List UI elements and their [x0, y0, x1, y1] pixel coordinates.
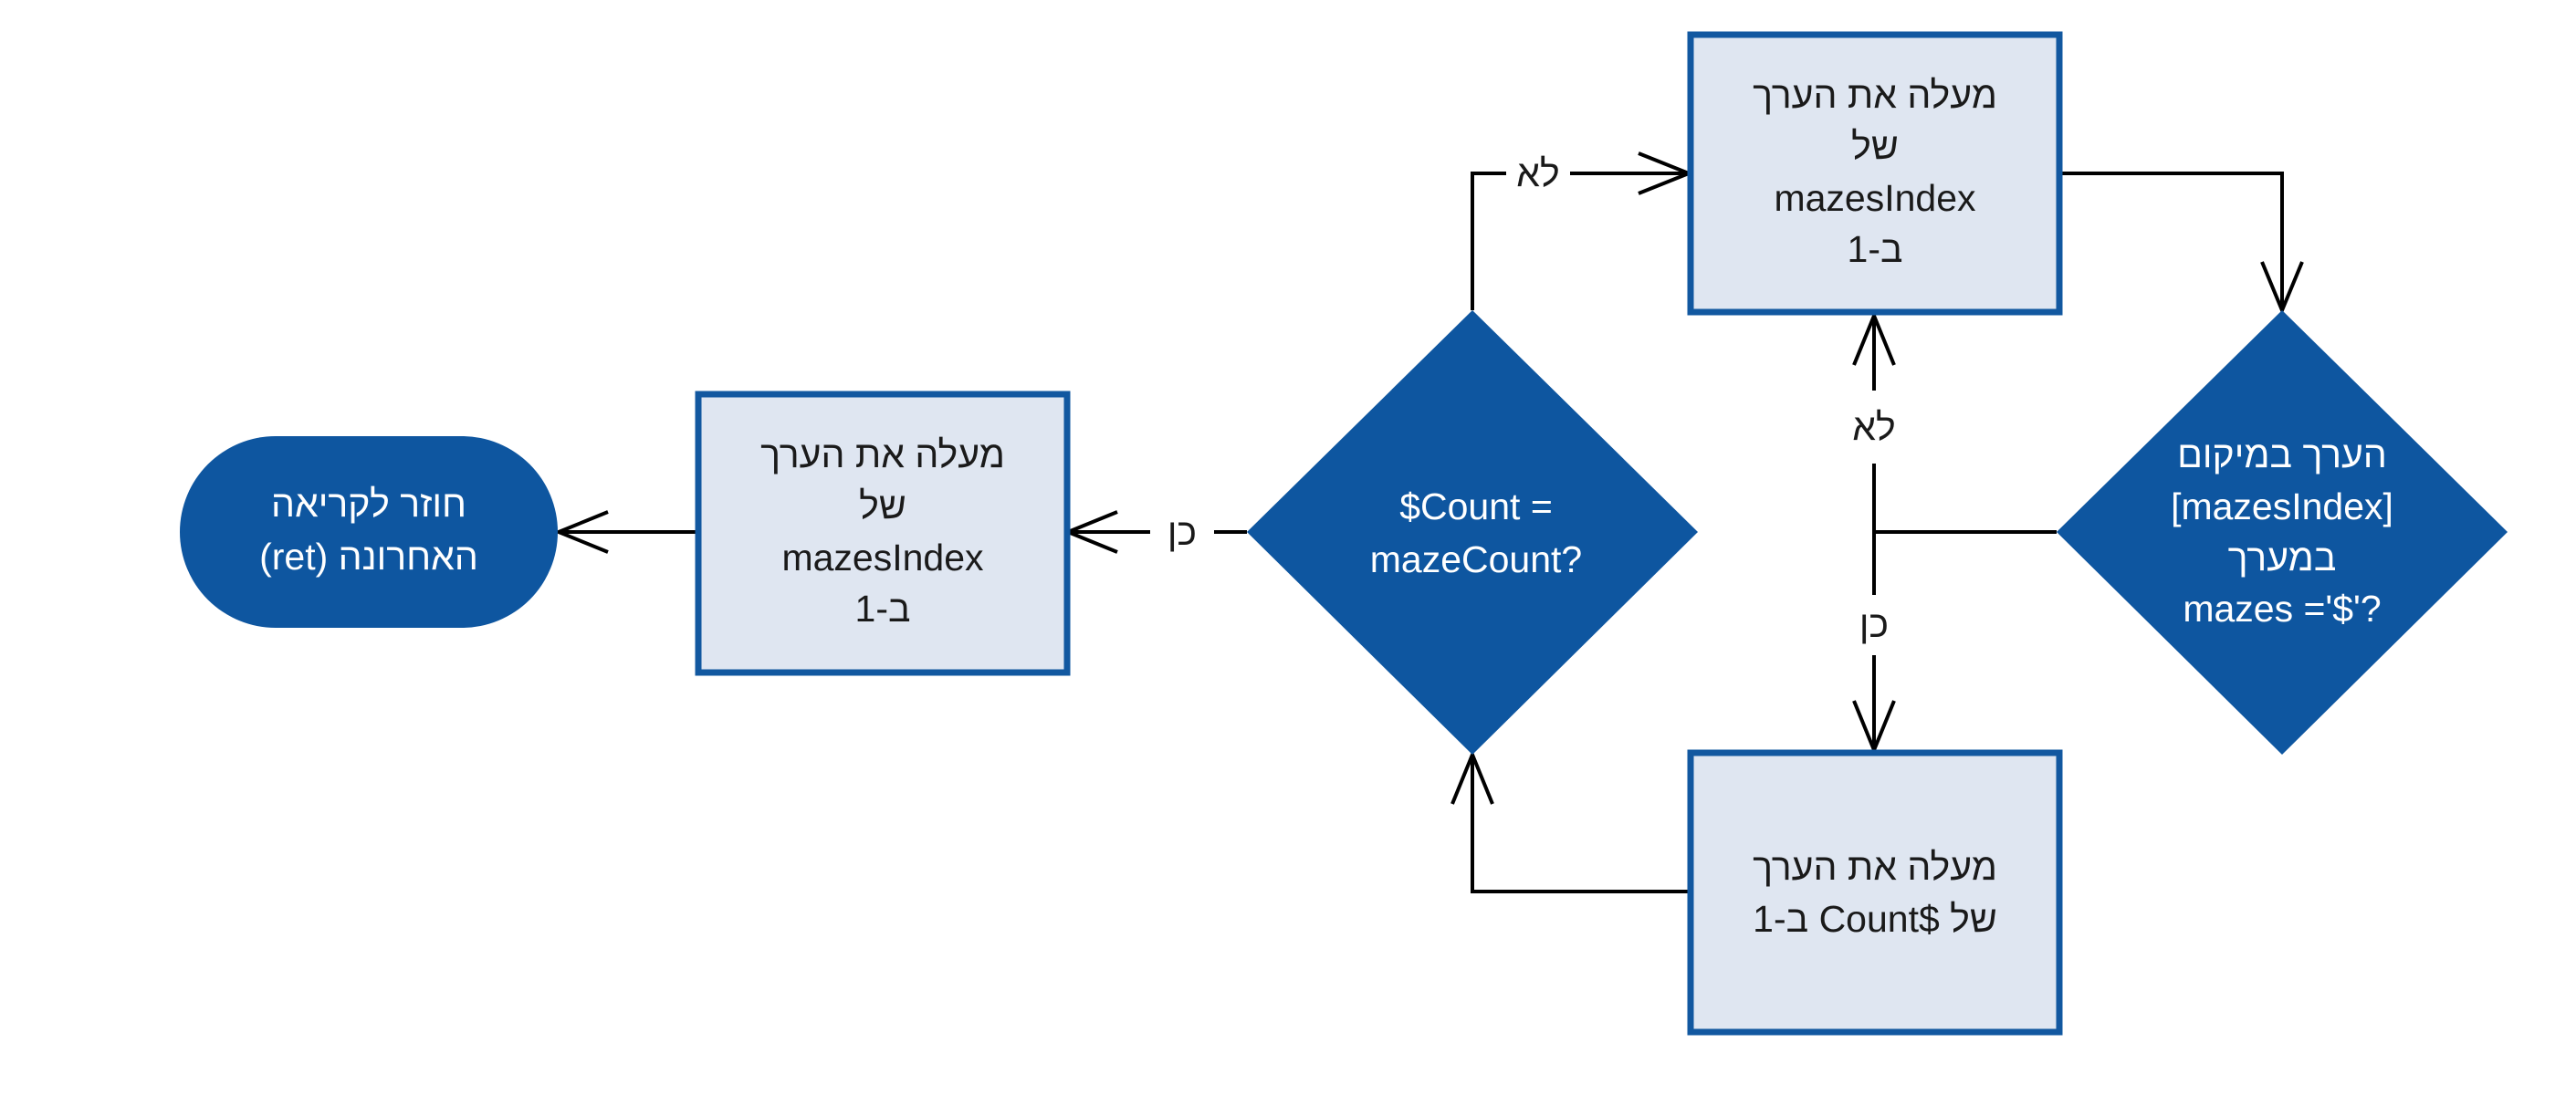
increment-count-line-2: של $Count ב-1: [1753, 898, 1997, 940]
decrement-index-line-4: ב-1: [855, 588, 911, 630]
maze-value-decision-line-2: [mazesIndex]: [2171, 485, 2393, 527]
connectors: [553, 151, 2304, 893]
label-maze-no: לא: [1852, 406, 1895, 448]
increment-index-line-2: של: [1851, 125, 1899, 167]
maze-value-decision-shape: [2057, 310, 2508, 755]
maze-value-decision-line-4: mazes ='$'?: [2183, 588, 2381, 630]
label-count-yes: כן: [1168, 511, 1197, 553]
increment-count-line-1: מעלה את הערך: [1753, 846, 1997, 888]
arrowhead-return: [553, 510, 609, 554]
return-node-text-line-1: חוזר לקריאה: [271, 483, 466, 525]
count-decision: $Count = mazeCount?: [1247, 310, 1698, 755]
decrement-index-box-shape: [695, 391, 1071, 676]
return-node-shape: [180, 436, 558, 628]
count-decision-shape: [1247, 310, 1698, 755]
arrowhead-increment-index-up: [1852, 310, 1896, 366]
increment-index-box: מעלה את הערך של mazesIndex ב-1: [1687, 31, 2063, 316]
decrement-index-box: מעלה את הערך של mazesIndex ב-1: [695, 391, 1071, 676]
return-node: חוזר לקריאה האחרונה (ret): [180, 436, 558, 628]
maze-value-decision: הערך במיקום [mazesIndex] במערך mazes ='$…: [2057, 310, 2508, 755]
maze-value-decision-line-1: הערך במיקום: [2177, 433, 2387, 475]
edge-count-no-to-increment-index: [1471, 172, 1506, 310]
decrement-index-line-2: של: [859, 485, 906, 527]
count-decision-line-1: $Count =: [1399, 485, 1553, 527]
decrement-index-line-3: mazesIndex: [781, 537, 984, 579]
label-maze-yes: כן: [1859, 603, 1889, 645]
return-node-text-line-2: האחרונה (ret): [259, 536, 478, 578]
edge-increment-index-to-maze-decision: [2061, 172, 2284, 310]
increment-index-line-4: ב-1: [1848, 228, 1903, 270]
label-count-no: לא: [1516, 152, 1559, 194]
increment-index-box-shape: [1687, 31, 2063, 316]
increment-count-box: מעלה את הערך של $Count ב-1: [1687, 749, 2063, 1036]
count-decision-line-2: mazeCount?: [1370, 538, 1582, 580]
edge-increment-count-to-count-decision: [1471, 755, 1688, 893]
increment-count-box-shape: [1687, 749, 2063, 1036]
decrement-index-line-1: מעלה את הערך: [760, 433, 1005, 475]
maze-value-decision-line-3: במערך: [2228, 537, 2337, 579]
increment-index-line-1: מעלה את הערך: [1753, 74, 1997, 116]
increment-index-line-3: mazesIndex: [1774, 177, 1976, 219]
